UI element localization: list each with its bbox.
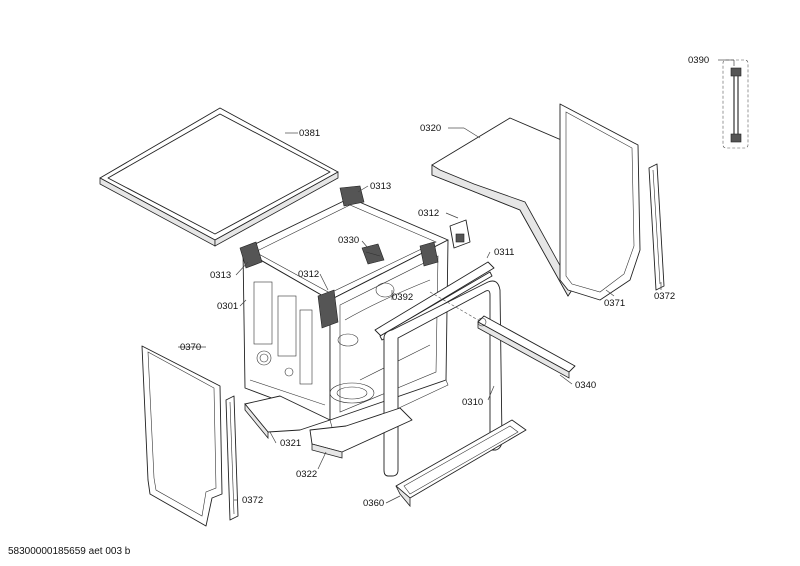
label-0330: 0330 [338, 235, 359, 246]
part-0322-base-strip [309, 407, 413, 459]
part-0390-hose [722, 59, 749, 149]
part-0340-rail [429, 291, 576, 379]
part-0381-top-cover [99, 107, 339, 247]
label-0312-lower: 0312 [298, 269, 319, 280]
label-0320: 0320 [420, 123, 441, 134]
document-id-footer: 58300000185659 aet 003 b [8, 546, 131, 557]
part-0360-kick-plate [395, 419, 527, 508]
label-0372-right: 0372 [654, 291, 675, 302]
part-0372-strip-left [225, 395, 239, 521]
part-0312-bracket-upper [445, 212, 471, 249]
label-0301: 0301 [217, 301, 238, 312]
label-0340: 0340 [575, 380, 596, 391]
label-0372-left: 0372 [242, 495, 263, 506]
label-0313-upper: 0313 [370, 181, 391, 192]
label-0322: 0322 [296, 469, 317, 480]
leader-lines [178, 59, 735, 504]
label-0360: 0360 [363, 498, 384, 509]
label-0390: 0390 [688, 55, 709, 66]
label-0311: 0311 [494, 247, 514, 258]
part-0371-side-panel-right [559, 103, 641, 301]
label-0312-upper: 0312 [418, 208, 439, 219]
label-0392: 0392 [392, 292, 413, 303]
label-0370: 0370 [180, 342, 201, 353]
label-0310: 0310 [462, 397, 483, 408]
part-0321-plinth [244, 395, 331, 440]
label-0381: 0381 [299, 128, 320, 139]
label-0321: 0321 [280, 438, 301, 449]
label-0371: 0371 [604, 298, 625, 309]
part-0370-side-panel-left [141, 345, 223, 527]
part-0372-strip-right [648, 163, 665, 291]
label-0313-lower: 0313 [210, 270, 231, 281]
